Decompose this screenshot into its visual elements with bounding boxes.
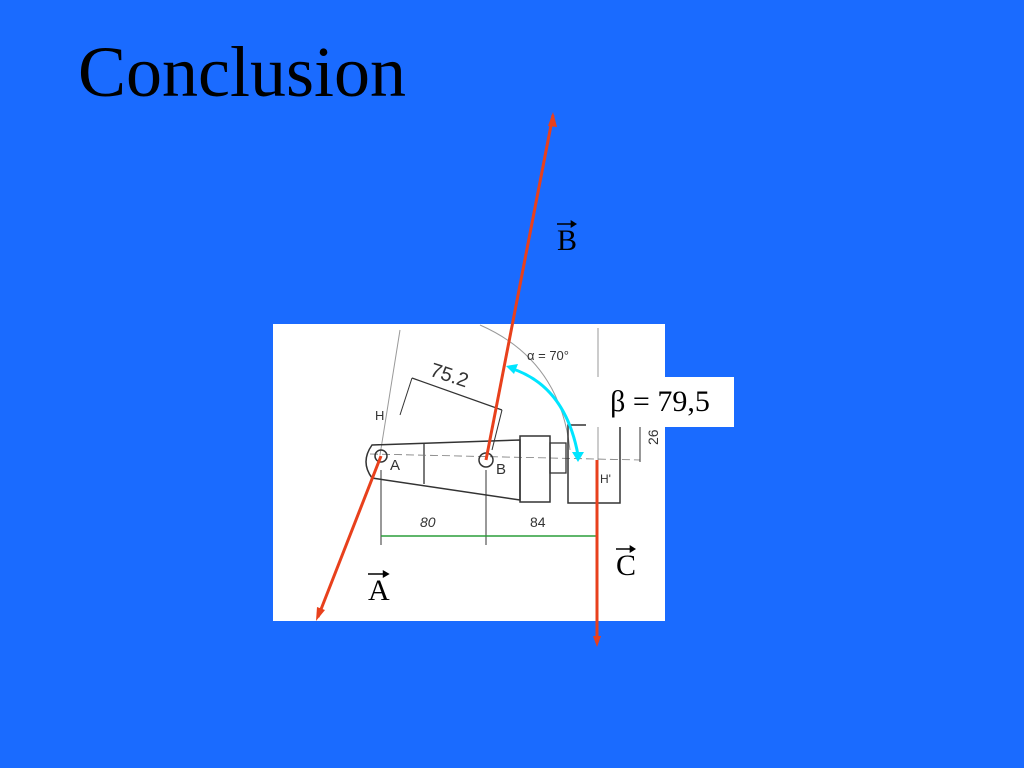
construction-arc	[479, 324, 571, 451]
alpha-label: α = 70°	[527, 348, 569, 363]
beta-angle-text: β = 79,5	[610, 385, 710, 418]
vector-a-label: A	[368, 570, 390, 606]
hole-a	[374, 449, 388, 463]
vector-arrow-icon	[616, 545, 637, 553]
beta-arc-arrowhead-bottom	[572, 452, 584, 462]
beta-angle-box: β = 79,5	[586, 377, 734, 427]
point-h-prime-label: H'	[600, 472, 611, 486]
slide-title: Conclusion	[78, 32, 407, 112]
lever-axis	[369, 453, 641, 461]
vector-c-label: C	[616, 545, 637, 581]
hub-collar	[549, 442, 567, 474]
vector-b-arrowhead	[548, 112, 557, 127]
lever-outline	[365, 439, 521, 501]
dimension-26-label: 26	[645, 429, 661, 445]
point-b-label: B	[496, 461, 506, 478]
vector-a-line	[316, 455, 383, 618]
vector-b-line	[484, 114, 555, 461]
beta-arc-arrowhead-top	[506, 364, 518, 374]
dimension-84-label: 84	[530, 514, 546, 530]
dimension-75-ext2	[491, 409, 503, 451]
dimension-80-label: 80	[420, 514, 436, 530]
vector-a-arrowhead	[316, 607, 325, 621]
dimension-75-ext1	[399, 377, 413, 416]
construction-line	[379, 329, 401, 456]
drawing-paper	[273, 324, 665, 621]
vector-c-arrowhead	[593, 636, 601, 647]
vector-arrow-icon	[368, 570, 390, 578]
point-h-label: H	[375, 408, 384, 423]
vector-b-label: B	[557, 220, 578, 256]
beta-angle-arc	[509, 366, 580, 456]
point-a-label: A	[390, 457, 400, 474]
vector-arrow-icon	[557, 220, 578, 228]
dimension-75-line	[411, 377, 503, 411]
